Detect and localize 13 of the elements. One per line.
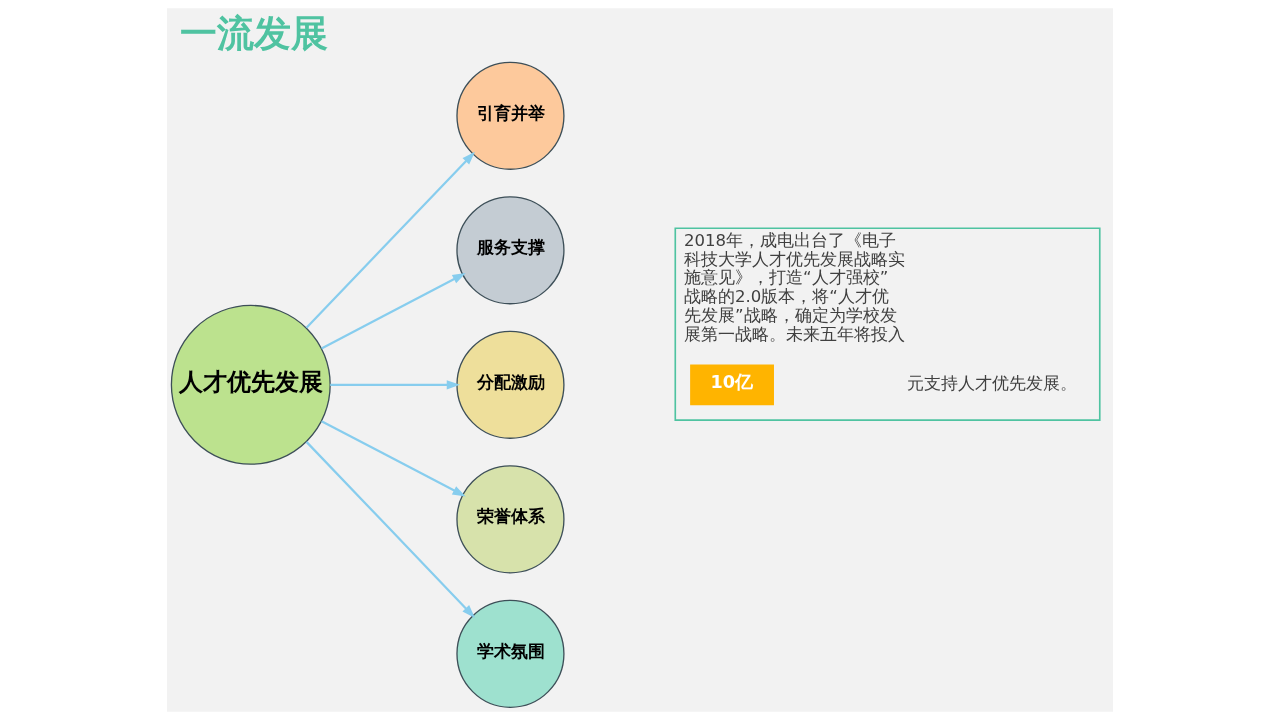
- node-box: 10亿: [690, 364, 774, 406]
- arrow: [330, 380, 460, 390]
- node-circle: 荣誉体系: [456, 465, 565, 574]
- node-circle: 分配激励: [456, 330, 565, 439]
- node-circle: 服务支撑: [456, 196, 565, 305]
- node-circle: 引育并举: [456, 61, 565, 170]
- diagram-title: 一流发展: [180, 10, 329, 55]
- node-circle: 人才优先发展: [170, 304, 331, 465]
- node-circle: 学术氛围: [456, 599, 565, 708]
- arrow: [321, 420, 466, 497]
- arrow: [305, 441, 475, 618]
- arrow: [305, 151, 475, 329]
- arrow: [321, 273, 466, 350]
